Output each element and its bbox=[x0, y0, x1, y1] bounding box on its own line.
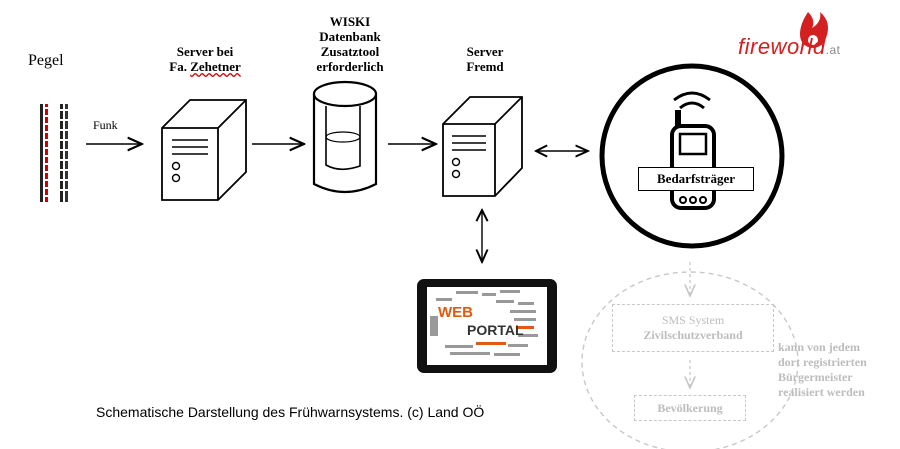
tablet-icon bbox=[417, 279, 557, 373]
fireworld-logo[interactable]: fireworld.at bbox=[738, 34, 840, 60]
funk-label: Funk bbox=[93, 118, 118, 132]
sms-system-box: SMS System Zivilschutzverband bbox=[612, 304, 774, 352]
note-line4: realisiert werden bbox=[778, 385, 865, 399]
wiski-line2: Datenbank bbox=[319, 29, 381, 44]
phone-circle-icon bbox=[599, 63, 785, 249]
server-zehetner-prefix: Fa. bbox=[169, 59, 191, 74]
portal-web-text: WEB bbox=[438, 304, 473, 321]
database-icon bbox=[312, 80, 378, 194]
pegel-gauge-icon bbox=[40, 104, 68, 202]
bedarfstraeger-label: Bedarfsträger bbox=[638, 167, 754, 191]
sms-line1: SMS System bbox=[661, 313, 725, 327]
note-line1: kann von jedem bbox=[778, 340, 861, 354]
server-fremd-line2: Fremd bbox=[466, 59, 504, 74]
wiski-label: WISKI Datenbank Zusatztool erforderlich bbox=[300, 14, 400, 74]
wiski-line1: WISKI bbox=[329, 14, 371, 29]
pegel-label: Pegel bbox=[28, 52, 64, 69]
registration-note: kann von jedem dort registrierten Bürger… bbox=[778, 340, 896, 400]
portal-portal-text: PORTAL bbox=[467, 322, 524, 338]
diagram-caption: Schematische Darstellung des Frühwarnsys… bbox=[96, 404, 485, 420]
server-zehetner-label: Server bei Fa. Zehetner bbox=[150, 44, 260, 74]
flame-logo-icon bbox=[800, 12, 828, 48]
server-fremd-line1: Server bbox=[466, 44, 504, 59]
sms-line2: Zivilschutzverband bbox=[643, 328, 743, 342]
server-icon bbox=[161, 99, 247, 201]
note-line2: dort registrierten bbox=[778, 355, 867, 369]
server-fremd-icon bbox=[442, 96, 523, 197]
logo-main: fireworld bbox=[738, 34, 826, 59]
server-zehetner-name: Zehetner bbox=[190, 59, 241, 74]
wiski-line4: erforderlich bbox=[316, 59, 384, 74]
wiski-line3: Zusatztool bbox=[320, 44, 380, 59]
note-line3: Bürgermeister bbox=[778, 370, 853, 384]
bevoelkerung-box: Bevölkerung bbox=[634, 395, 746, 421]
logo-suffix: .at bbox=[825, 43, 841, 57]
server-fremd-label: Server Fremd bbox=[440, 44, 530, 74]
server-zehetner-line1: Server bei bbox=[176, 44, 234, 59]
server-zehetner-line2: Fa. Zehetner bbox=[150, 59, 260, 74]
sms-area-ellipse bbox=[581, 271, 799, 449]
